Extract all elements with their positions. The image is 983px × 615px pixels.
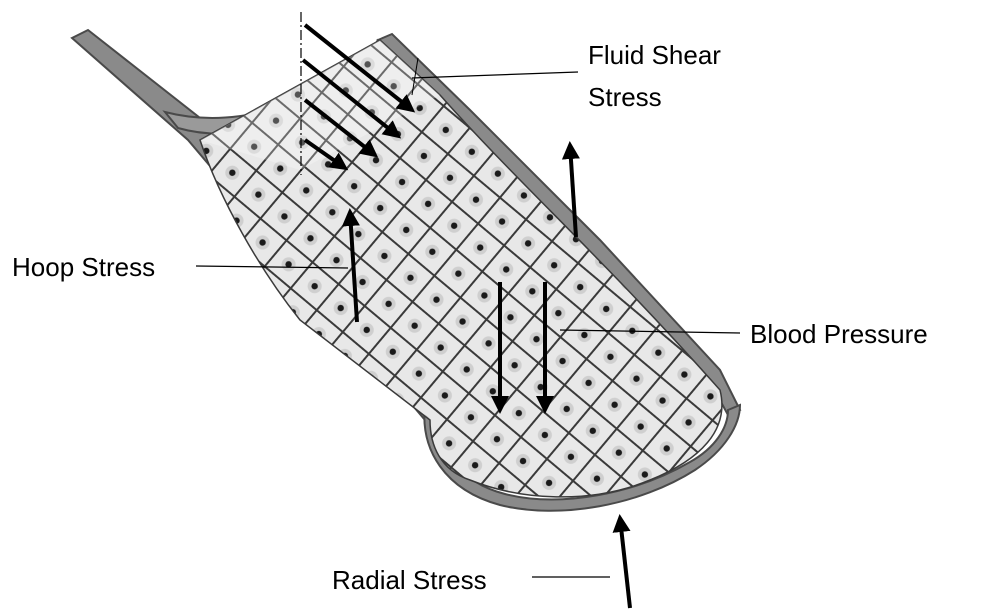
radial-stress-arrow xyxy=(620,518,630,608)
blood-pressure-label: Blood Pressure xyxy=(750,319,928,349)
fluid-shear-leader xyxy=(412,72,578,78)
fluid-shear-label-line2: Stress xyxy=(588,82,662,112)
fluid-shear-label-line1: Fluid Shear xyxy=(588,40,721,70)
hoop-stress-label: Hoop Stress xyxy=(12,252,155,282)
radial-stress-label: Radial Stress xyxy=(332,565,487,595)
